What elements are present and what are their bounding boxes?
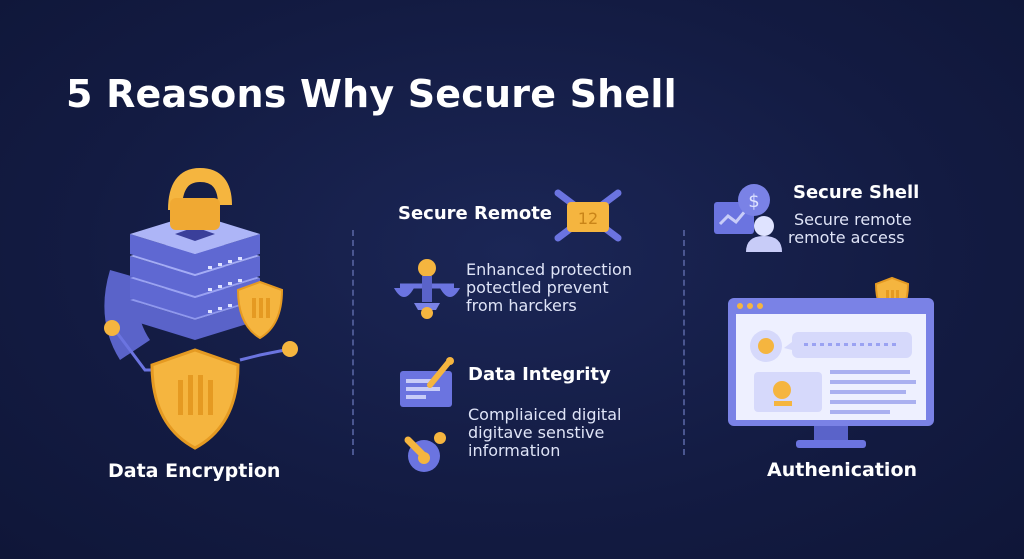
calendar-number: 12 [578,209,598,228]
authentication-label: Authenication [767,459,918,481]
secure-shell-heading: Secure Shell [793,182,920,203]
enhanced-protection-text: Enhanced protection potectled prevent fr… [466,260,632,315]
document-pen-icon [400,357,454,407]
server-stack-icon [104,167,298,450]
monitor-icon [728,276,934,448]
wrench-badge-icon [404,432,446,472]
data-integrity-heading: Data Integrity [468,364,611,385]
divider-right [683,230,685,455]
secure-shell-text: Secure remote remote access [788,210,912,247]
scales-icon [394,259,460,319]
data-encryption-label: Data Encryption [108,460,281,482]
user-chart-icon: $ [714,184,782,252]
calendar-icon: 12 [554,189,622,242]
data-integrity-text: Compliaiced digital digitave senstive in… [468,405,622,460]
divider-left [352,230,354,455]
secure-remote-heading: Secure Remote [398,203,553,224]
svg-text:$: $ [748,191,759,212]
page-title: 5 Reasons Why Secure Shell [66,72,677,116]
